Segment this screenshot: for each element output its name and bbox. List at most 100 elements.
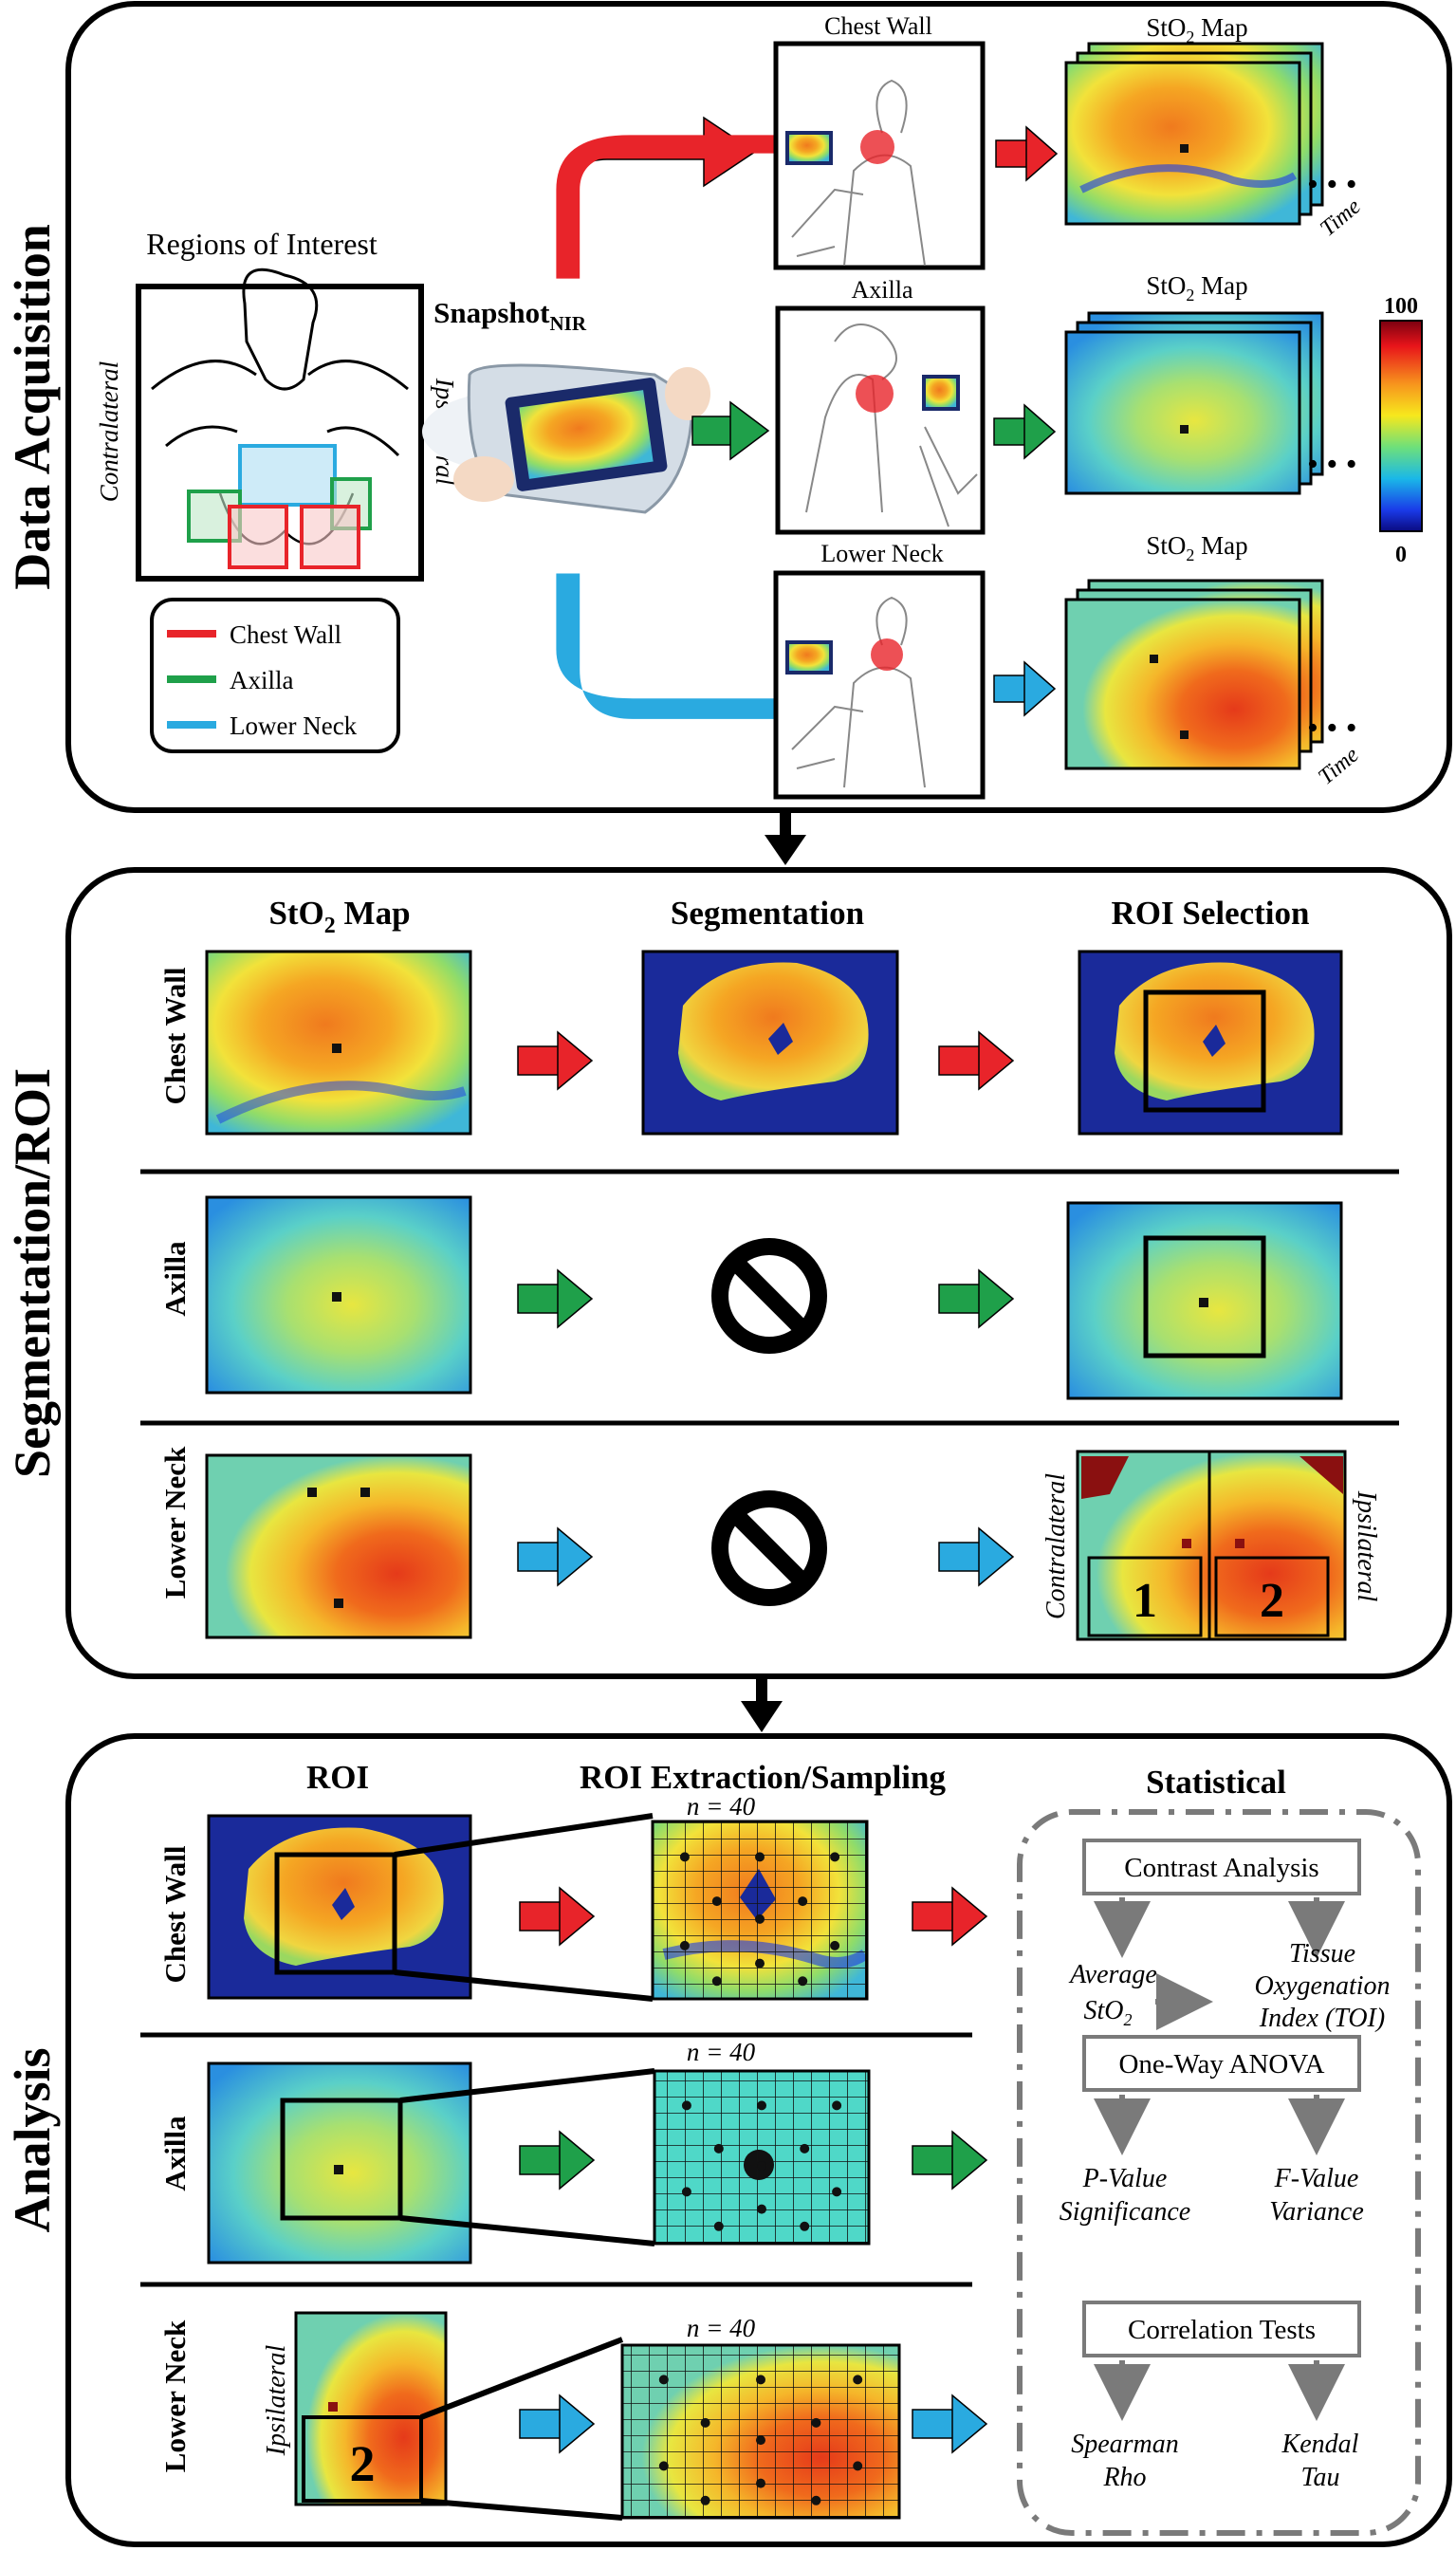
legend-chest-wall: Chest Wall: [230, 620, 341, 649]
stats-toi-line3: Index (TOI): [1259, 2004, 1385, 2033]
svg-text:Axilla: Axilla: [852, 276, 913, 304]
scene-axilla: Axilla: [775, 276, 986, 535]
sample-point: [658, 2461, 669, 2471]
seg-header-segmentation: Segmentation: [671, 895, 864, 932]
analysis-header-statistical: Statistical: [1146, 1764, 1286, 1801]
roi-region-2: [1214, 1556, 1330, 1637]
analysis-roi-box-neck: [302, 2415, 423, 2503]
analysis-arrow-axilla-2: [912, 2130, 988, 2191]
sampling-grid-chest: [651, 1820, 869, 2001]
stats-kendal-line1: Kendal: [1281, 2430, 1359, 2459]
stats-fvalue-line2: Variance: [1269, 2197, 1364, 2227]
stats-spearman-line2: Rho: [1102, 2463, 1146, 2492]
arrow-scene-to-map-chest: [995, 125, 1059, 182]
sample-points: [658, 1852, 863, 2505]
svg-text:Contrast Analysis: Contrast Analysis: [1124, 1853, 1318, 1883]
sample-point: [756, 2435, 765, 2446]
sample-point: [832, 2187, 842, 2197]
analysis-roi-box-chest: [274, 1852, 397, 1975]
map-stack-chest-wall: StO2 Map • • • Time: [1064, 13, 1366, 242]
roi-chest-wall-box: [228, 505, 288, 569]
seg-chest-sto2-map: [205, 950, 472, 1136]
seg-arrow-chest-2: [938, 1030, 1015, 1091]
zoom-lines-chest: [394, 1813, 654, 2002]
seg-row-chest-wall: Chest Wall: [158, 967, 192, 1104]
stats-contrast-box: Contrast Analysis: [1082, 1839, 1361, 1895]
sample-point: [798, 1896, 808, 1907]
stats-correlation-box: Correlation Tests: [1082, 2301, 1361, 2357]
map-stack-axilla: StO2 Map • • •: [1064, 271, 1357, 495]
analysis-arrow-chest-1: [519, 1886, 596, 1947]
sample-point: [658, 2375, 669, 2385]
sample-point: [755, 1852, 765, 1862]
roi-title: Regions of Interest: [146, 227, 378, 261]
stats-fvalue-line1: F-Value: [1274, 2164, 1359, 2193]
n-label-neck: n = 40: [687, 2314, 756, 2342]
sample-point: [679, 1940, 690, 1950]
roi-number-1: 1: [1133, 1574, 1157, 1628]
seg-neck-roi-selection: 1 2: [1076, 1450, 1347, 1641]
roi-legend: Chest Wall Axilla Lower Neck: [150, 598, 400, 753]
stats-pvalue-line1: P-Value: [1082, 2164, 1168, 2193]
sample-point: [681, 2187, 691, 2197]
sample-point: [800, 2143, 810, 2154]
analysis-chest-roi-map: [207, 1814, 472, 2000]
sample-point: [830, 1852, 840, 1862]
sample-point: [830, 1940, 840, 1950]
segmentation-panel-frame: [65, 867, 1452, 1679]
legend-lower-neck: Lower Neck: [230, 712, 358, 740]
svg-text:StO2 Map: StO2 Map: [1146, 271, 1247, 305]
panel-label-segmentation: Segmentation/ROI: [4, 1068, 61, 1478]
analysis-header-extraction: ROI Extraction/Sampling: [580, 1759, 947, 1796]
stats-toi-line2: Oxygenation: [1254, 1971, 1390, 2001]
scene-chest-wall: Chest Wall: [773, 12, 986, 270]
contralateral-label: Contralateral: [95, 361, 123, 503]
analysis-header-roi: ROI: [306, 1759, 369, 1796]
analysis-arrow-neck-2: [912, 2394, 988, 2454]
analysis-arrow-axilla-1: [519, 2130, 596, 2191]
svg-text:StO2 Map: StO2 Map: [1146, 531, 1247, 564]
sample-point: [832, 2100, 842, 2111]
svg-text:Correlation Tests: Correlation Tests: [1128, 2315, 1316, 2345]
seg-chest-segmentation: [641, 950, 899, 1136]
zoom-lines-axilla: [399, 2068, 655, 2246]
sample-point: [757, 2161, 766, 2172]
analysis-arrow-chest-2: [912, 1886, 988, 1947]
map-stack-lower-neck: StO2 Map • • • Time: [1064, 531, 1364, 790]
stats-kendal-line2: Tau: [1300, 2463, 1339, 2492]
body-diagram: [136, 268, 424, 582]
n-label-chest: n = 40: [687, 1792, 756, 1821]
seg-chest-roi-selection: [1078, 950, 1343, 1136]
seg-arrow-neck-2: [938, 1526, 1015, 1587]
legend-axilla: Axilla: [230, 666, 294, 694]
sample-point: [853, 2461, 863, 2471]
analysis-panel-frame: [65, 1733, 1452, 2547]
sample-point: [798, 1976, 808, 1987]
sample-point: [711, 1896, 722, 1907]
sample-point: [811, 2495, 821, 2505]
seg-axilla-no-segmentation: [711, 1238, 827, 1354]
arrow-scene-to-map-axilla: [993, 403, 1057, 460]
roi-square-axilla: [1143, 1235, 1266, 1359]
svg-text:• • •: • • •: [1307, 447, 1357, 482]
seg-neck-sto2-map: [205, 1453, 472, 1639]
stats-pvalue-line2: Significance: [1060, 2197, 1190, 2227]
n-label-axilla: n = 40: [687, 2038, 756, 2066]
svg-text:Chest Wall: Chest Wall: [824, 12, 932, 40]
seg-header-roi-selection: ROI Selection: [1111, 895, 1309, 932]
roi-lower-neck-box: [238, 444, 337, 507]
statistics-frame: [1017, 1809, 1421, 2536]
sample-point: [755, 1913, 765, 1924]
seg-axilla-roi-selection: [1066, 1201, 1343, 1400]
sample-point: [756, 2478, 765, 2488]
svg-text:100: 100: [1384, 294, 1418, 319]
sample-point: [713, 2221, 724, 2231]
analysis-row-chest-wall: Chest Wall: [158, 1845, 192, 1983]
svg-text:• • •: • • •: [1307, 711, 1357, 746]
stats-spearman-line1: Spearman: [1071, 2430, 1179, 2459]
arrow-to-axilla: [691, 400, 770, 461]
analysis-ipsilateral-label: Ipsilateral: [262, 2344, 291, 2456]
seg-ipsilateral-label: Ipsilateral: [1352, 1490, 1381, 1602]
stats-anova-box: One-Way ANOVA: [1082, 2035, 1361, 2092]
